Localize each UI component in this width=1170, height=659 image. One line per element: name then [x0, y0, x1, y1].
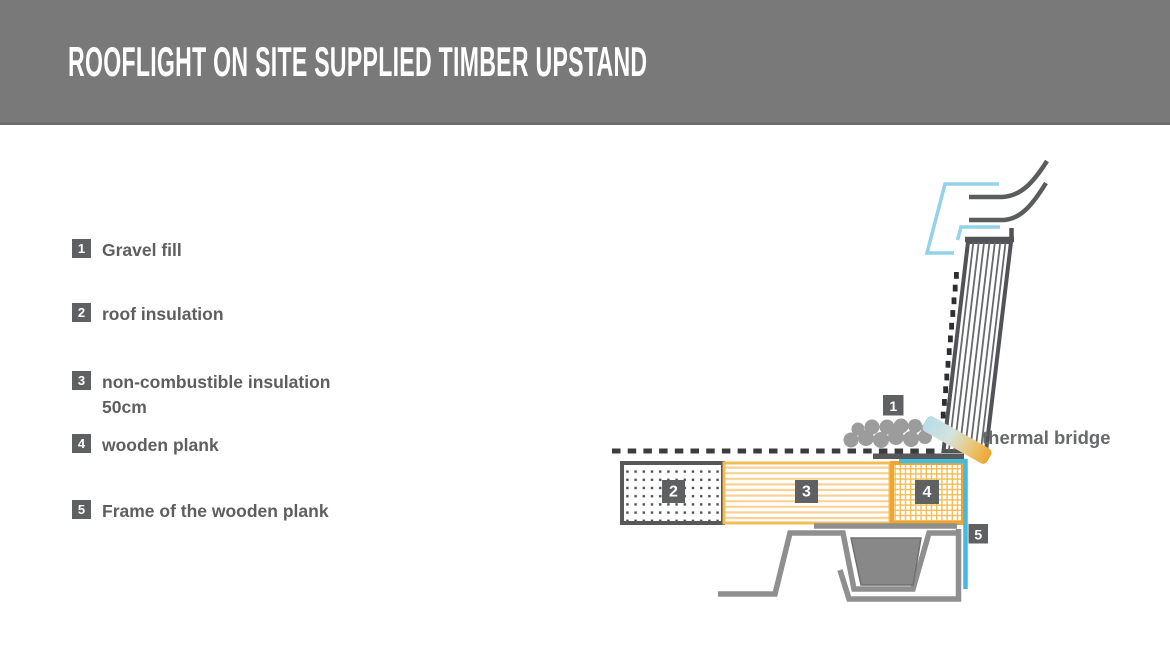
- marker-badge-1: [883, 395, 904, 416]
- legend-label-4: wooden plank: [102, 435, 219, 455]
- upstand-base-bar: [873, 453, 964, 459]
- upstand-frame-profile-cyan: [924, 182, 1000, 255]
- legend-badge-1: 1: [72, 239, 91, 258]
- marker-badge-5-num: 5: [974, 526, 982, 542]
- legend-label-1: Gravel fill: [102, 240, 182, 260]
- legend-item-frame-wooden-plank: 5 Frame of the wooden plank: [72, 500, 329, 524]
- legend-label-3: non-combustible insulation 50cm: [102, 370, 330, 421]
- wooden-plank-frame-line: [899, 458, 968, 589]
- marker-badge-3-num: 3: [802, 484, 811, 501]
- legend-item-gravel-fill: 1 Gravel fill: [72, 239, 182, 263]
- legend-item-non-combustible-insulation: 3 non-combustible insulation 50cm: [72, 371, 330, 421]
- deck-outer-wrap: [837, 529, 962, 602]
- page-title: ROOFLIGHT ON SITE SUPPLIED TIMBER UPSTAN…: [68, 38, 648, 85]
- legend-item-roof-insulation: 2 roof insulation: [72, 303, 224, 327]
- marker-badge-3: [795, 480, 818, 503]
- legend-item-wooden-plank: 4 wooden plank: [72, 434, 219, 458]
- legend-label-5: Frame of the wooden plank: [102, 501, 329, 521]
- header-bar: ROOFLIGHT ON SITE SUPPLIED TIMBER UPSTAN…: [0, 0, 1170, 125]
- legend-label-3-line1: non-combustible insulation: [102, 372, 331, 392]
- thermal-bridge-marker: [922, 416, 992, 464]
- legend-label-3-line2: 50cm: [102, 397, 147, 418]
- deck-channel-outline: [718, 530, 956, 597]
- flashing-curves: [969, 159, 1049, 223]
- legend-badge-5: 5: [72, 500, 91, 519]
- marker-badge-4: [915, 480, 939, 504]
- marker-badge-2-num: 2: [669, 484, 678, 501]
- rooflight-glazing: [939, 228, 1014, 453]
- diagram-marker-badges: 1 2 3 4 5: [662, 395, 988, 544]
- gravel-fill-shape: [843, 418, 933, 448]
- legend-badge-2: 2: [72, 303, 91, 322]
- thermal-bridge-label: thermal bridge: [982, 427, 1111, 448]
- marker-badge-1-num: 1: [889, 398, 897, 414]
- glazing-panes: [947, 241, 1007, 452]
- legend-badge-3: 3: [72, 371, 91, 390]
- marker-badge-2: [662, 480, 685, 503]
- marker-badge-5: [968, 524, 988, 544]
- metal-deck-profile: [718, 523, 962, 602]
- deck-channel-fill: [850, 537, 922, 586]
- marker-badge-4-num: 4: [923, 484, 932, 501]
- legend-label-2: roof insulation: [102, 304, 224, 324]
- legend-badge-4: 4: [72, 434, 91, 453]
